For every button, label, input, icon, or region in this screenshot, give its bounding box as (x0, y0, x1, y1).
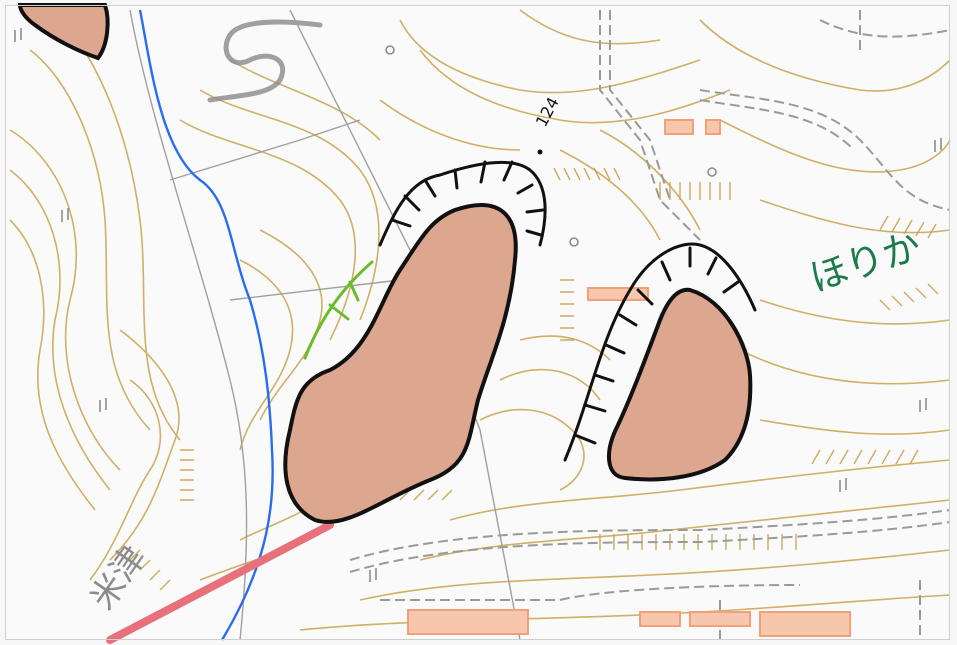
river (138, 9, 274, 641)
building (689, 611, 751, 627)
buildings (407, 119, 851, 637)
building (407, 609, 529, 635)
building (639, 611, 681, 627)
minor-roads (349, 10, 951, 640)
main-road (106, 521, 334, 644)
building (705, 119, 721, 135)
scarp-right (563, 242, 757, 462)
winding-road (207, 19, 323, 103)
vegetation-boundary (303, 260, 374, 360)
slope-hachures (129, 167, 939, 591)
elevation-point-icon (537, 149, 543, 155)
scarp-upper (378, 160, 547, 247)
building (759, 611, 851, 637)
building (664, 119, 694, 135)
map-symbols (14, 28, 942, 582)
landslide-deposit-top (17, 2, 110, 61)
landslide-deposit-right (606, 287, 753, 482)
landslide-deposit-large (283, 203, 518, 524)
building (587, 287, 649, 301)
